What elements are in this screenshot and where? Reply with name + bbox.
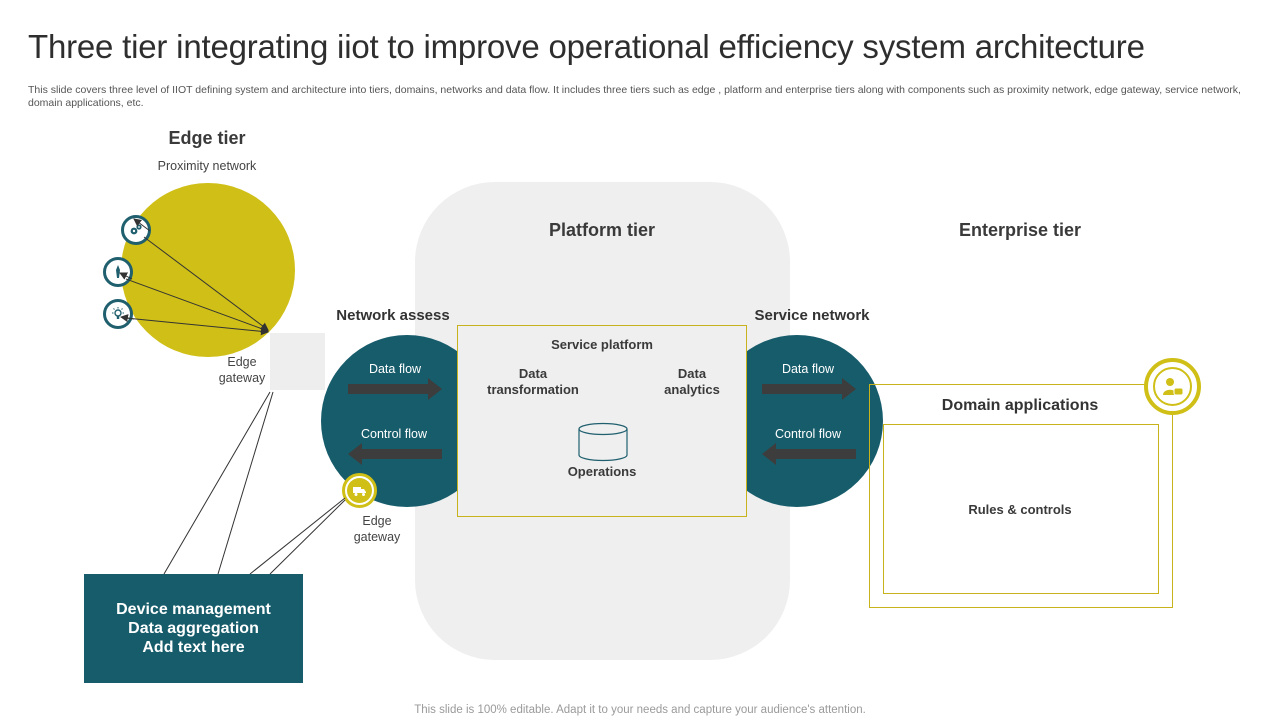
device-box-line-3: Add text here: [142, 639, 245, 656]
edge-gateway-block: [270, 333, 325, 390]
data-analytics-label: Data analytics: [664, 366, 720, 397]
truck-icon: [342, 473, 377, 508]
device-box-line-1: Device management: [116, 601, 271, 618]
left-data-flow-arrow: [348, 378, 442, 400]
gateway-line-1: [163, 391, 271, 575]
domain-applications-outer-box: [869, 384, 1173, 608]
device-management-box: Device management Data aggregation Add t…: [84, 574, 303, 683]
enterprise-tier-label: Enterprise tier: [958, 220, 1082, 240]
rules-controls-box: [883, 424, 1159, 594]
bulb-arrow-back: [120, 314, 135, 323]
data-transformation-label: Data transformation: [487, 366, 579, 397]
database-icon: [577, 422, 629, 469]
network-assess-label: Network assess: [336, 307, 450, 324]
right-data-flow-arrow: [762, 378, 856, 400]
left-data-flow-label: Data flow: [368, 362, 422, 376]
user-chat-icon: [1144, 358, 1201, 415]
pen-arrow-back: [119, 272, 133, 280]
right-data-flow-label: Data flow: [781, 362, 835, 376]
right-control-flow-label: Control flow: [775, 427, 841, 441]
edge-tier-label: Edge tier: [168, 128, 246, 148]
gateway-line-3: [249, 497, 346, 575]
gears-connector-line: [143, 236, 269, 331]
page-title: Three tier integrating iiot to improve o…: [28, 28, 1145, 65]
pen-connector-line: [125, 278, 269, 333]
service-network-label: Service network: [754, 307, 870, 324]
proximity-network-label: Proximity network: [157, 159, 257, 173]
gateway-line-4: [269, 499, 346, 575]
service-platform-label: Service platform: [551, 337, 653, 352]
page-subtitle: This slide covers three level of IIOT de…: [28, 84, 1241, 109]
left-control-flow-arrow: [348, 443, 442, 465]
edge-gateway-label-bottom: Edge gateway: [353, 514, 401, 544]
domain-applications-label: Domain applications: [941, 397, 1099, 414]
left-control-flow-label: Control flow: [361, 427, 427, 441]
rules-controls-label: Rules & controls: [968, 502, 1072, 517]
service-platform-box: [457, 325, 747, 517]
device-box-line-2: Data aggregation: [128, 620, 259, 637]
edge-gateway-label-top: Edge gateway: [218, 355, 266, 385]
gateway-line-2: [217, 391, 274, 575]
bulb-icon: [103, 299, 133, 329]
bulb-connector-line: [125, 317, 269, 336]
gears-arrow-back: [133, 218, 151, 232]
platform-tier-label: Platform tier: [548, 220, 656, 240]
pen-icon: [103, 257, 133, 287]
footer-note: This slide is 100% editable. Adapt it to…: [414, 704, 866, 716]
operations-label: Operations: [567, 464, 637, 479]
right-control-flow-arrow: [762, 443, 856, 465]
